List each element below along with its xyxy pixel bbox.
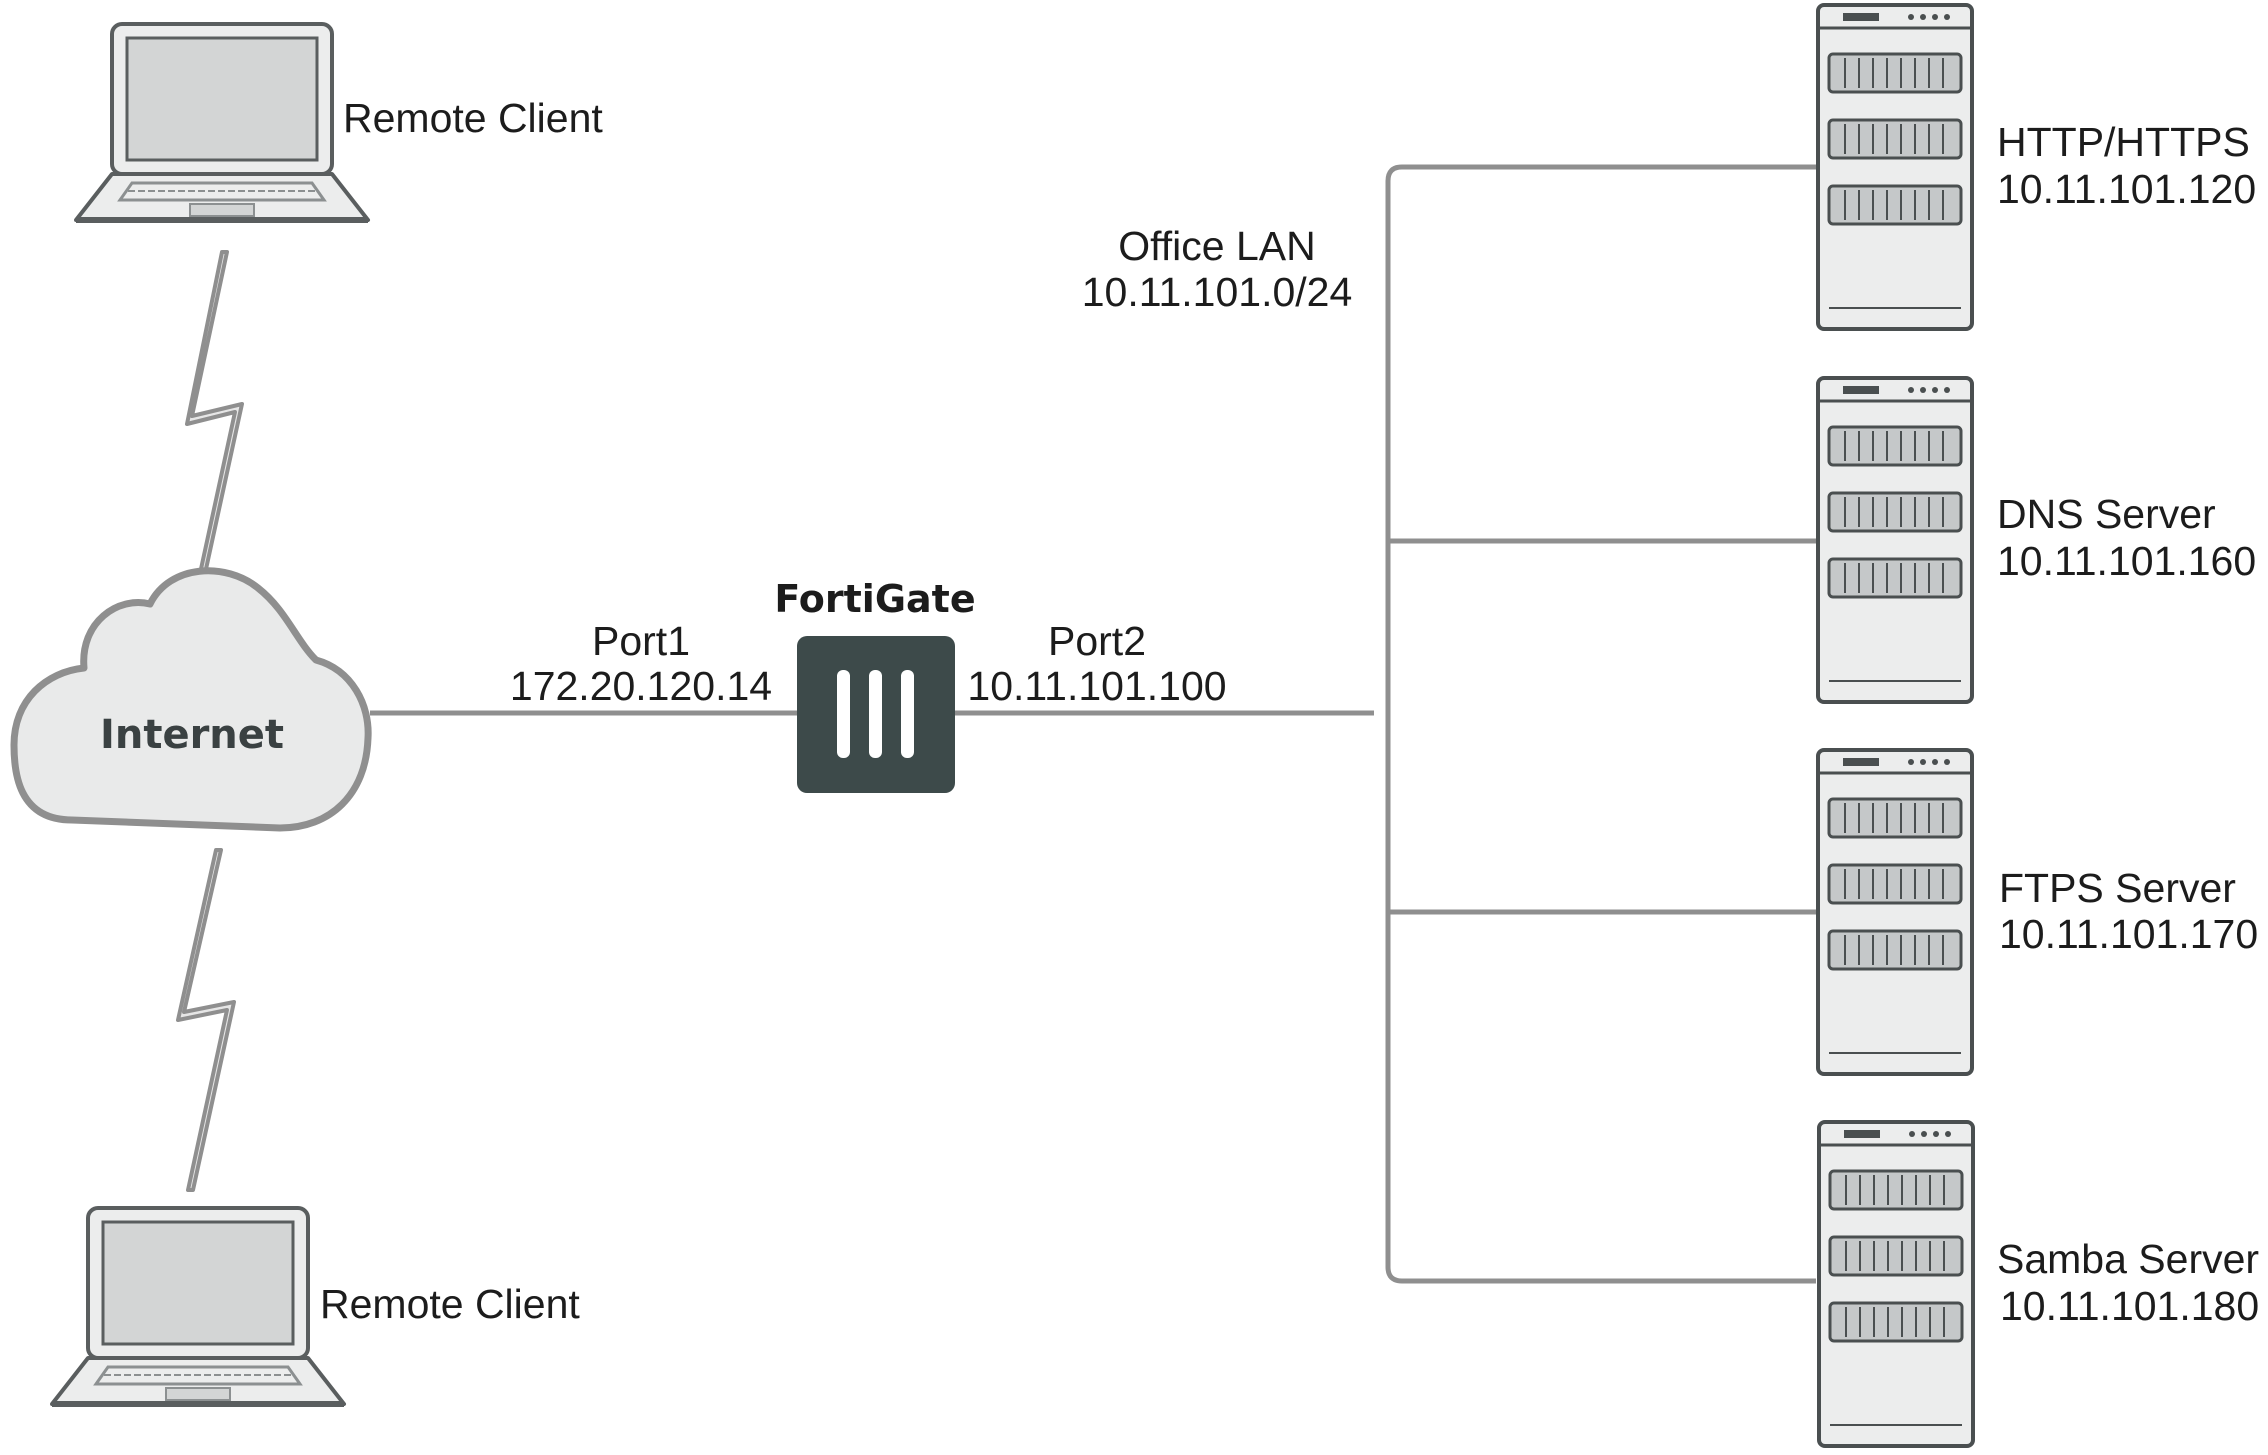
fortigate-bar-icon (869, 670, 882, 758)
remote-client-top: Remote Client (76, 24, 603, 220)
network-links (370, 164, 1816, 1284)
server-dns: DNS Server 10.11.101.160 (1816, 376, 2256, 704)
wireless-link-icon-bottom (176, 848, 236, 1192)
fortigate-label: FortiGate (774, 577, 975, 621)
server-icon (1816, 3, 1974, 331)
remote-client-top-label: Remote Client (343, 95, 603, 141)
fortigate-device: FortiGate (774, 577, 976, 793)
fortigate-bar-icon (901, 670, 914, 758)
remote-client-bottom-label: Remote Client (320, 1281, 580, 1327)
server-ip: 10.11.101.160 (1997, 538, 2256, 584)
server-ip: 10.11.101.170 (1999, 911, 2258, 957)
server-name: HTTP/HTTPS (1997, 119, 2250, 165)
fortigate-bar-icon (837, 670, 850, 758)
port1-ip: 172.20.120.14 (510, 663, 772, 709)
server-http: HTTP/HTTPS 10.11.101.120 (1816, 3, 2256, 331)
laptop-icon (52, 1208, 344, 1404)
server-ip: 10.11.101.180 (2000, 1283, 2259, 1329)
internet-label: Internet (100, 712, 284, 758)
office-lan-name: Office LAN (1118, 223, 1316, 269)
port2-ip: 10.11.101.100 (967, 663, 1226, 709)
office-lan-subnet: 10.11.101.0/24 (1082, 269, 1353, 315)
port2-name: Port2 (1048, 618, 1146, 664)
server-name: DNS Server (1997, 491, 2216, 537)
internet-cloud: Internet (10, 567, 372, 832)
server-icon (1816, 376, 1974, 704)
server-icon (1817, 1120, 1975, 1448)
server-ip: 10.11.101.120 (1997, 166, 2256, 212)
remote-client-bottom: Remote Client (52, 1208, 580, 1404)
cloud-icon (10, 567, 372, 832)
laptop-icon (76, 24, 368, 220)
server-name: Samba Server (1997, 1236, 2259, 1282)
server-name: FTPS Server (1999, 865, 2236, 911)
server-samba: Samba Server 10.11.101.180 (1817, 1120, 2259, 1448)
server-icon (1816, 748, 1974, 1076)
lan-bus (1385, 164, 1816, 1284)
server-ftps: FTPS Server 10.11.101.170 (1816, 748, 2258, 1076)
wireless-link-icon-top (185, 250, 244, 594)
port1-name: Port1 (592, 618, 690, 664)
